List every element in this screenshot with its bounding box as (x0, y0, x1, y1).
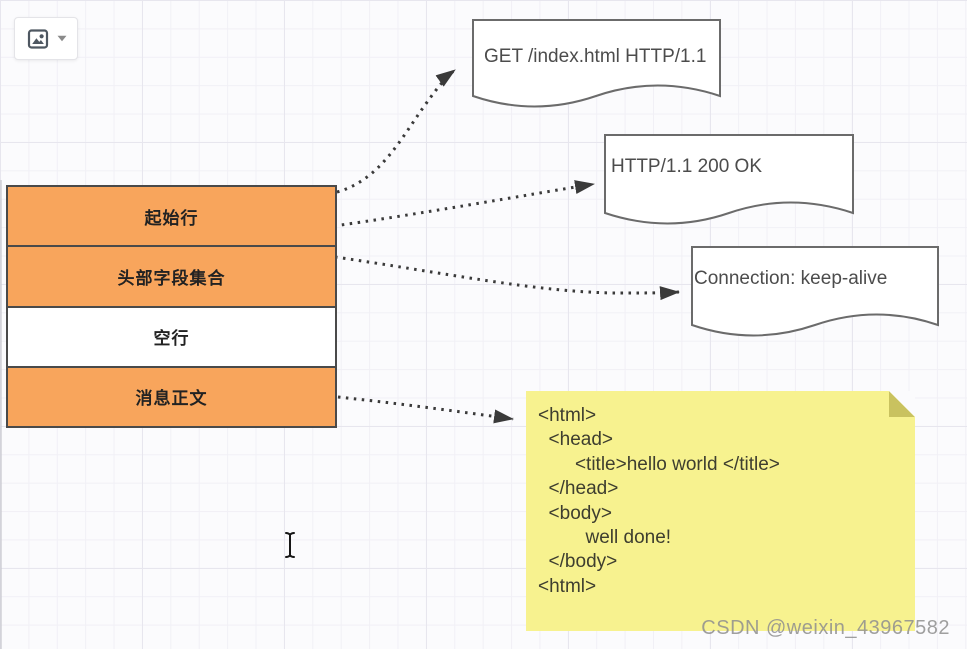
image-icon (27, 28, 48, 49)
table-row-start-line[interactable]: 起始行 (8, 187, 335, 248)
canvas-edge-line (0, 180, 2, 649)
table-row-header-fields[interactable]: 头部字段集合 (8, 247, 335, 308)
arrow-headers-to-connection[interactable] (334, 255, 680, 301)
document-response-status[interactable] (604, 134, 854, 225)
document-get-request[interactable] (472, 19, 721, 108)
table-row-message-body[interactable]: 消息正文 (8, 367, 335, 426)
table-row-label: 起始行 (144, 208, 199, 228)
table-row-label: 空行 (153, 329, 190, 349)
table-row-label: 消息正文 (135, 389, 208, 409)
arrow-startline-to-response[interactable] (333, 180, 595, 228)
document-header-field-label: Connection: keep-alive (694, 268, 888, 289)
table-row-empty-line[interactable]: 空行 (8, 307, 335, 368)
document-response-status-label: HTTP/1.1 200 OK (611, 156, 763, 177)
csdn-watermark: CSDN @weixin_43967582 (701, 617, 950, 639)
document-get-request-label: GET /index.html HTTP/1.1 (484, 46, 707, 67)
table-row-label: 头部字段集合 (117, 268, 226, 288)
note-html-code: <html> <head> <title>hello world </title… (538, 405, 780, 597)
note-cut-corner (889, 391, 915, 417)
sticky-note-html-body[interactable]: <html> <head> <title>hello world </title… (526, 391, 915, 631)
chevron-down-icon (57, 35, 66, 42)
text-cursor-ibeam-icon (285, 532, 295, 558)
arrow-startline-to-request[interactable] (336, 68, 456, 194)
http-message-structure-table[interactable]: 起始行 头部字段集合 空行 消息正文 (6, 185, 337, 428)
document-header-field[interactable] (691, 246, 939, 337)
insert-image-shape-button[interactable] (14, 17, 78, 60)
arrow-body-to-note[interactable] (337, 395, 514, 424)
